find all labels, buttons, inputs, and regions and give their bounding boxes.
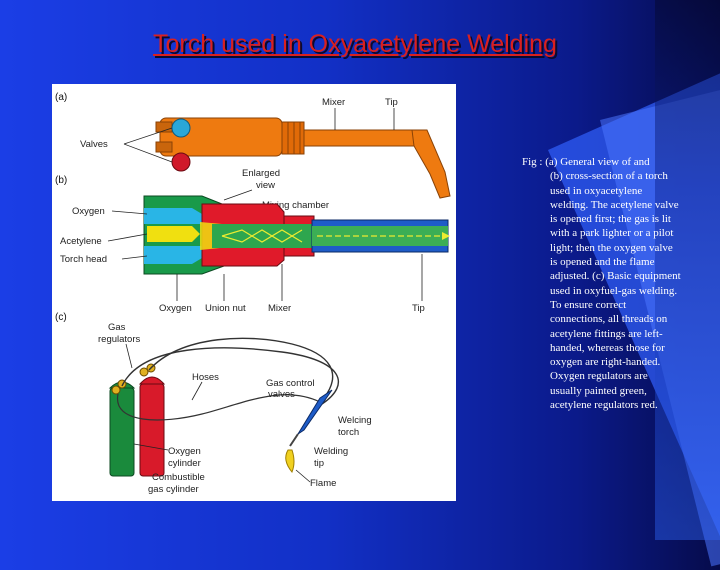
welding-torch-label-2: torch (338, 427, 359, 438)
combustible-cylinder-label-2: gas cylinder (148, 484, 199, 495)
mixer-label-a: Mixer (322, 97, 345, 108)
mixing-chamber-label: Mixing chamber (262, 200, 329, 211)
panel-label-c: (c) (55, 312, 67, 323)
welding-tip-label-2: tip (314, 458, 324, 469)
slide-title: Torch used in Oxyacetylene Welding (153, 30, 557, 58)
oxygen-cylinder-label: Oxygen (168, 446, 201, 457)
union-nut-label: Union nut (205, 303, 246, 314)
union-nut-a (281, 121, 305, 155)
oxygen-label-b: Oxygen (72, 206, 105, 217)
flame-label: Flame (310, 478, 336, 489)
welding-equipment (108, 337, 339, 477)
combustible-cylinder-label: Combustible (152, 472, 205, 483)
torch-cross-section (143, 195, 450, 275)
welding-tip-label: Welding (314, 446, 348, 457)
gas-regulators-label-2: regulators (98, 334, 140, 345)
enlarged-view-label-2: view (256, 180, 275, 191)
oxygen-valve (171, 118, 191, 138)
torch-tip-a (411, 129, 451, 199)
oxygen-cylinder-label-2: cylinder (168, 458, 201, 469)
gas-regulators-label: Gas (108, 322, 126, 333)
figure-caption: Fig : (a) General view of and (b) cross-… (522, 155, 682, 412)
tip-label-b: Tip (412, 303, 425, 314)
panel-label-a: (a) (55, 92, 67, 103)
mixer-tube (303, 129, 415, 147)
panel-label-b: (b) (55, 175, 67, 186)
gas-control-label: Gas control (266, 378, 315, 389)
welding-torch-label: Welcing (338, 415, 372, 426)
torch-general-view (123, 108, 451, 199)
tip-label-a: Tip (385, 97, 398, 108)
gas-control-label-2: valves (268, 389, 295, 400)
enlarged-view-label: Enlarged (242, 168, 280, 179)
torch-figure: (a) Mixer Tip Valves (52, 84, 456, 501)
acetylene-label: Acetylene (60, 236, 102, 247)
acetylene-valve (171, 152, 191, 172)
oxygen-label-b-bottom: Oxygen (159, 303, 192, 314)
mixer-label-b: Mixer (268, 303, 291, 314)
hoses-label: Hoses (192, 372, 219, 383)
valves-label: Valves (80, 139, 108, 150)
caption-lead: Fig : (a) General view of and (522, 156, 650, 168)
oxygen-cylinder (109, 387, 135, 477)
background-stripe (655, 0, 720, 540)
fuel-cylinder (139, 383, 165, 477)
caption-body: (b) cross-section of a torch used in oxy… (550, 170, 681, 412)
torch-head-label: Torch head (60, 254, 107, 265)
